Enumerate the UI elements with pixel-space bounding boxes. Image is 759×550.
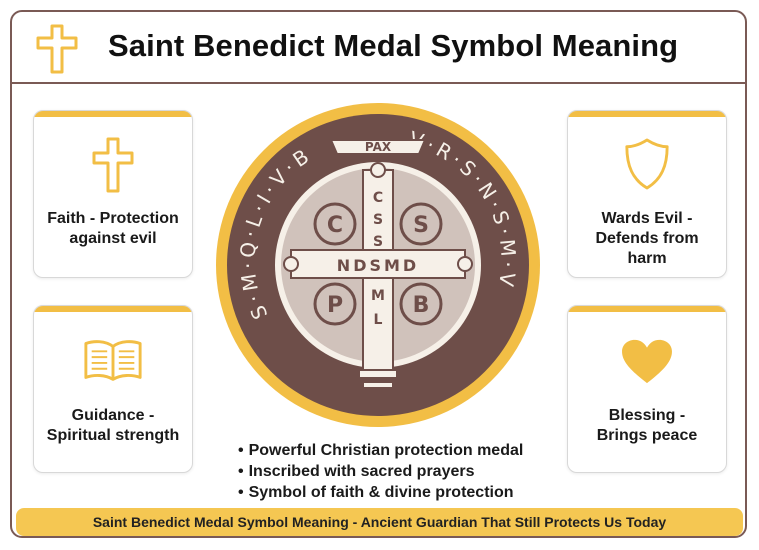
saint-benedict-medal: S·M·Q·L·I·V·B V·R·S·N·S·M·V PAX C S P B … bbox=[216, 103, 540, 427]
medal-vertical-letters: C S S M L bbox=[371, 190, 385, 328]
cross-icon bbox=[92, 137, 134, 193]
svg-text:S: S bbox=[373, 212, 383, 228]
book-icon bbox=[84, 340, 142, 381]
medal-circle-letters: C S P B bbox=[313, 202, 443, 326]
svg-text:P: P bbox=[327, 293, 343, 318]
card-faith: Faith - Protection against evil bbox=[33, 110, 193, 278]
card-label: Blessing - Brings peace bbox=[596, 407, 698, 444]
medal-cross bbox=[283, 162, 473, 389]
svg-text:C: C bbox=[327, 213, 343, 238]
svg-text:B: B bbox=[413, 293, 430, 318]
list-item: Powerful Christian protection medal bbox=[238, 440, 524, 461]
list-item: Inscribed with sacred prayers bbox=[238, 461, 523, 482]
card-label: Wards Evil - Defends from harm bbox=[595, 210, 699, 267]
header: Saint Benedict Medal Symbol Meaning bbox=[12, 12, 745, 84]
card-wards-evil: Wards Evil - Defends from harm bbox=[567, 110, 727, 278]
cross-icon bbox=[36, 24, 78, 74]
medal-horizontal-letters: NDSMD bbox=[337, 256, 419, 275]
svg-text:PAX: PAX bbox=[365, 140, 392, 154]
pax-banner: PAX bbox=[329, 139, 427, 155]
card-label: Guidance - Spiritual strength bbox=[46, 407, 180, 444]
footer-banner: Saint Benedict Medal Symbol Meaning - An… bbox=[16, 508, 743, 536]
card-guidance: Guidance - Spiritual strength bbox=[33, 305, 193, 473]
page-title: Saint Benedict Medal Symbol Meaning bbox=[108, 28, 679, 63]
list-item: Symbol of faith & divine protection bbox=[238, 482, 523, 503]
svg-text:C: C bbox=[373, 190, 383, 206]
shield-icon bbox=[625, 138, 669, 190]
svg-text:M: M bbox=[371, 288, 385, 304]
heart-icon bbox=[622, 339, 672, 384]
svg-text:L: L bbox=[374, 312, 383, 328]
svg-text:S: S bbox=[373, 234, 383, 250]
bullet-list: Powerful Christian protection medal Insc… bbox=[238, 440, 524, 503]
card-blessing: Blessing - Brings peace bbox=[567, 305, 727, 473]
card-label: Faith - Protection against evil bbox=[47, 210, 179, 247]
svg-text:S: S bbox=[413, 213, 429, 238]
